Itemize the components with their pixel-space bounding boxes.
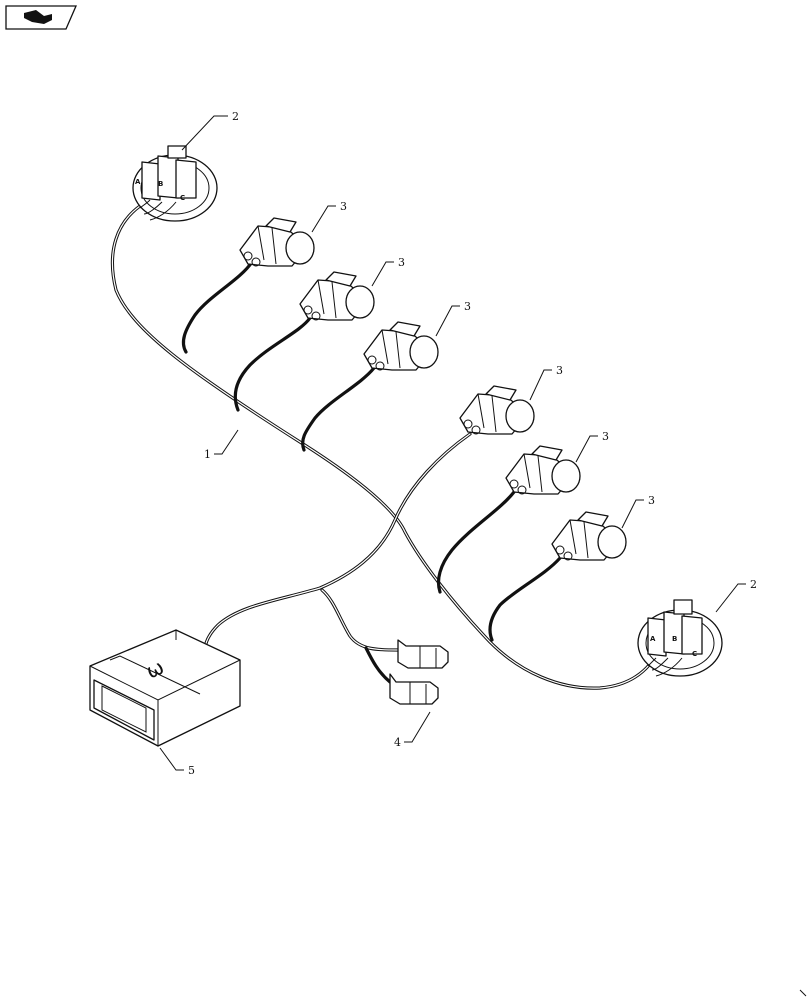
svg-text:3: 3 — [464, 300, 471, 313]
connector-2pin-f — [551, 511, 627, 561]
svg-text:3: 3 — [340, 200, 347, 213]
callout-5: 5 — [159, 747, 195, 777]
callout-4: 4 — [394, 711, 431, 749]
connector-2pin-b — [299, 271, 375, 321]
connector-2pin-e — [505, 445, 581, 495]
callout-3-f: 3 — [621, 494, 655, 529]
callout-1: 1 — [204, 429, 239, 461]
pin-label-b: B — [672, 635, 677, 643]
connector-2pin-d — [459, 385, 535, 435]
callout-3-c: 3 — [435, 300, 471, 337]
connector-2pin-c — [363, 321, 439, 371]
shovel-arrow-icon — [24, 10, 52, 24]
svg-text:2: 2 — [232, 110, 239, 123]
pin-label-a: A — [650, 635, 656, 643]
callout-3-e: 3 — [575, 430, 609, 463]
pin-label-a: A — [135, 178, 141, 186]
corner-mark — [799, 989, 807, 997]
svg-text:3: 3 — [648, 494, 655, 507]
svg-text:2: 2 — [750, 578, 757, 591]
svg-text:4: 4 — [394, 736, 401, 749]
callout-3-a: 3 — [311, 200, 347, 233]
pin-label-c: C — [180, 194, 185, 202]
callout-2-bottom: 2 — [715, 578, 757, 613]
svg-text:3: 3 — [398, 256, 405, 269]
connector-3pin-bottom: A B C — [637, 599, 723, 677]
pin-label-b: B — [158, 180, 163, 188]
svg-text:3: 3 — [602, 430, 609, 443]
callout-3-b: 3 — [371, 256, 405, 287]
svg-text:1: 1 — [204, 448, 211, 461]
nav-back-button[interactable] — [5, 5, 77, 30]
main-connector: ω — [89, 629, 241, 747]
pin-label-c: C — [692, 650, 697, 658]
connector-2pin-a — [239, 217, 315, 267]
callout-2-top: 2 — [181, 110, 239, 151]
svg-text:3: 3 — [556, 364, 563, 377]
connector-3pin-top: A B C — [132, 145, 218, 222]
terminal-pair — [389, 639, 449, 705]
harness-wires — [110, 204, 652, 690]
svg-text:5: 5 — [188, 764, 195, 777]
callout-3-d: 3 — [529, 364, 563, 401]
